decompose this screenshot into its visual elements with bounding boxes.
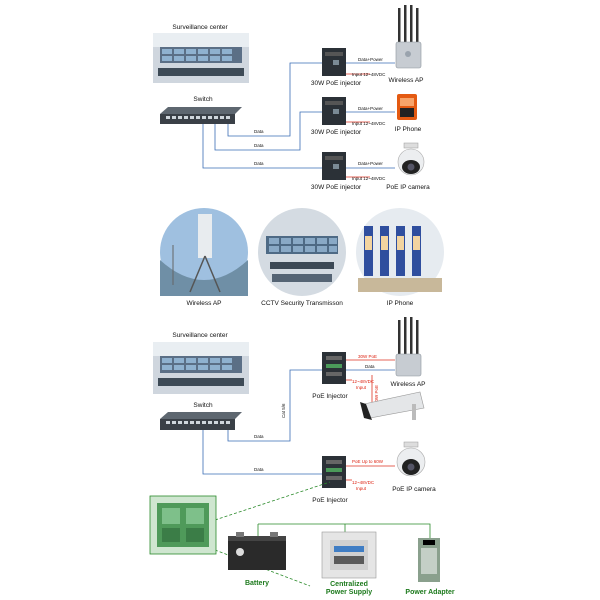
top-injector-label-1: 30W PoE injector [311,80,362,87]
photo-wireless-ap-label: Wireless AP [186,300,221,307]
ip-phone-label: IP Phone [395,126,422,133]
bottom-surveillance-center-label: Surveillance center [172,332,228,339]
bottom-injector-label-1: PoE Injector [312,393,348,400]
switch-device [160,107,242,124]
poe-60w-label: PoE Up to 60W [352,459,384,464]
bottom-data-label-2: Data [254,467,264,472]
photo-ip-phone-label: IP Phone [387,300,414,307]
top-injector-label-3: 30W PoE injector [311,184,362,191]
photo-cctv-label: CCTV Security Transmisson [261,300,343,307]
top-data-power-1: Data+Power [358,57,383,62]
power-adapter-label: Power Adapter [405,589,454,596]
top-wireless-ap-label: Wireless AP [388,77,423,84]
bottom-injector-label-2: PoE Injector [312,497,348,504]
photo-wireless-ap [160,208,248,296]
photo-cctv [258,208,346,296]
top-data-label-1: Data [254,129,264,134]
switch-label: Switch [193,96,213,103]
bottom-data-wires [202,369,395,475]
poe-30w-label: 30W PoE [358,354,377,359]
surveillance-center-image [153,33,249,83]
bottom-data-label-3: Data [365,364,375,369]
terminal-block-closeup [149,495,217,555]
photo-ip-phone [356,208,444,296]
poe-30w-vertical-label: 30W PoE [374,385,379,404]
top-data-label-2: Data [254,143,264,148]
bottom-input-label-1: 12~48VDC [352,379,375,384]
top-poe-camera-device [397,142,425,176]
bottom-input-label-1b: Input [356,385,367,390]
top-power-wires [346,73,370,178]
bottom-wireless-ap-label: Wireless AP [390,381,425,388]
power-adapter-device [418,538,440,582]
top-data-label-3: Data [254,161,264,166]
bottom-data-label-1: Data [254,434,264,439]
bottom-injector-2 [322,456,346,488]
bottom-input-label-2: 12~48VDC [352,480,375,485]
bullet-camera-device [360,391,425,420]
top-injector-1 [322,48,346,76]
top-injector-label-2: 30W PoE injector [311,129,362,136]
surveillance-center-label: Surveillance center [172,24,228,31]
bottom-poe-camera-device [396,441,426,477]
bottom-input-label-2b: Input [356,486,367,491]
power-supply-label: Power Supply [326,589,372,596]
top-input-3: Input 12~48VDC [352,176,386,181]
battery-device [228,532,286,570]
top-data-power-2: Data+Power [358,106,383,111]
top-wireless-ap-device [395,5,422,69]
cat-cable-label: Cat 5/6 [281,403,286,418]
bottom-injector-1 [322,352,346,384]
top-data-wires [202,62,395,169]
top-injector-3 [322,152,346,180]
ip-phone-device [397,94,417,120]
centralized-power-supply-device [321,531,377,579]
top-poe-camera-label: PoE IP camera [386,184,430,191]
bottom-switch-device [160,412,242,430]
bottom-wireless-ap-device [395,317,422,377]
top-input-1: Input 12~48VDC [352,72,386,77]
centralized-label: Centralized [330,581,368,588]
bottom-switch-label: Switch [193,402,213,409]
bottom-surveillance-center-image [153,342,249,394]
top-input-2: Input 12~48VDC [352,121,386,126]
bottom-poe-camera-label: PoE IP camera [392,486,436,493]
top-data-power-3: Data+Power [358,161,383,166]
bottom-poe-wires [346,359,395,481]
battery-label: Battery [245,580,269,587]
top-injector-2 [322,97,346,125]
